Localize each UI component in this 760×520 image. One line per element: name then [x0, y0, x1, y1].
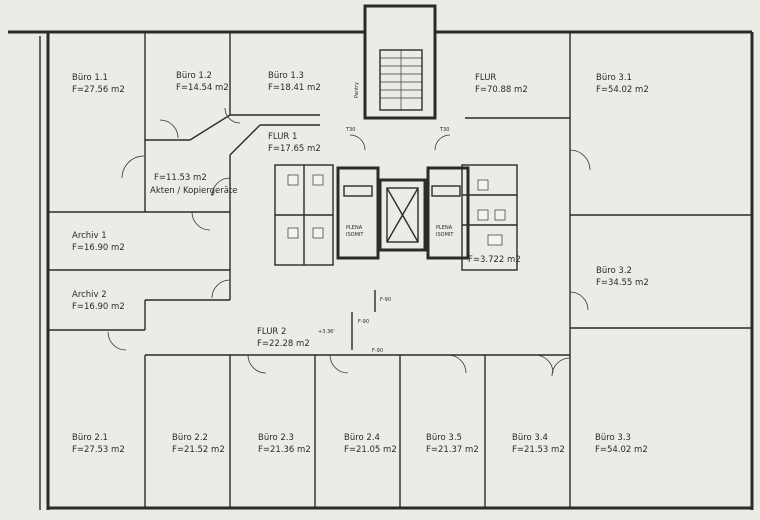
t30-label-right: T30	[439, 127, 449, 133]
wc-left	[274, 164, 334, 266]
room-name-buero-1-3: Büro 1.3	[268, 71, 304, 81]
room-name-flur-1: FLUR 1	[268, 132, 297, 142]
room-area-buero-3-1: F=54.02 m2	[596, 85, 649, 95]
room-name-buero-3-2: Büro 3.2	[596, 266, 632, 276]
room-area-flur-2: F=22.28 m2	[257, 339, 310, 349]
room-area-buero-2-4: F=21.05 m2	[344, 445, 397, 455]
room-area-flur: F=70.88 m2	[475, 85, 528, 95]
room-name-buero-3-5: Büro 3.5	[426, 433, 462, 443]
room-name-flur-2: FLUR 2	[257, 327, 286, 337]
interior-walls	[47, 32, 752, 508]
room-area-buero-3-4: F=21.53 m2	[512, 445, 565, 455]
room-name-buero-3-1: Büro 3.1	[596, 73, 632, 83]
room-name-archiv-1: Archiv 1	[72, 231, 107, 241]
room-name-buero-3-4: Büro 3.4	[512, 433, 548, 443]
plena-label-left: PLENA	[346, 225, 363, 231]
isomit-label-left: ISOMIT	[346, 232, 364, 238]
room-name-akten: Akten / Kopiergeräte	[150, 186, 238, 196]
room-area-archiv-1: F=16.90 m2	[72, 243, 125, 253]
room-labels: Büro 1.1 F=27.56 m2 Büro 1.2 F=14.54 m2 …	[72, 71, 649, 455]
room-name-buero-3-3: Büro 3.3	[595, 433, 631, 443]
room-area-flur-1: F=17.65 m2	[268, 144, 321, 154]
room-name-buero-1-2: Büro 1.2	[176, 71, 212, 81]
elevation-marker: +3.36'	[318, 329, 335, 335]
service-shafts	[336, 166, 470, 260]
room-area-akten: F=11.53 m2	[154, 173, 207, 183]
wc-area-label: F=3.722 m2	[468, 255, 521, 265]
fire-label-1: F-90	[380, 297, 391, 303]
room-name-buero-1-1: Büro 1.1	[72, 73, 108, 83]
room-area-buero-2-2: F=21.52 m2	[172, 445, 225, 455]
stairwell	[363, 4, 437, 120]
room-area-buero-2-3: F=21.36 m2	[258, 445, 311, 455]
room-area-buero-1-1: F=27.56 m2	[72, 85, 125, 95]
room-name-buero-2-3: Büro 2.3	[258, 433, 294, 443]
fire-label-3: F-90	[372, 348, 383, 354]
room-area-buero-2-1: F=27.53 m2	[72, 445, 125, 455]
room-name-buero-2-2: Büro 2.2	[172, 433, 208, 443]
room-area-buero-1-2: F=14.54 m2	[176, 83, 229, 93]
isomit-label-right: ISOMIT	[436, 232, 454, 238]
room-area-buero-1-3: F=18.41 m2	[268, 83, 321, 93]
pantry-label: Pantry	[354, 82, 360, 98]
elevator-shaft	[378, 178, 427, 252]
room-area-archiv-2: F=16.90 m2	[72, 302, 125, 312]
t30-label-left: T30	[345, 127, 355, 133]
fire-label-2: F-90	[358, 319, 369, 325]
room-area-buero-3-2: F=34.55 m2	[596, 278, 649, 288]
plena-label-right: PLENA	[436, 225, 453, 231]
room-area-buero-3-3: F=54.02 m2	[595, 445, 648, 455]
room-name-flur: FLUR	[475, 73, 496, 83]
room-name-buero-2-4: Büro 2.4	[344, 433, 380, 443]
room-name-archiv-2: Archiv 2	[72, 290, 107, 300]
annotations: Pantry PLENA ISOMIT PLENA ISOMIT F=3.722…	[318, 82, 521, 354]
room-area-buero-3-5: F=21.37 m2	[426, 445, 479, 455]
doors	[107, 107, 591, 377]
wc-right	[461, 164, 518, 271]
room-name-buero-2-1: Büro 2.1	[72, 433, 108, 443]
